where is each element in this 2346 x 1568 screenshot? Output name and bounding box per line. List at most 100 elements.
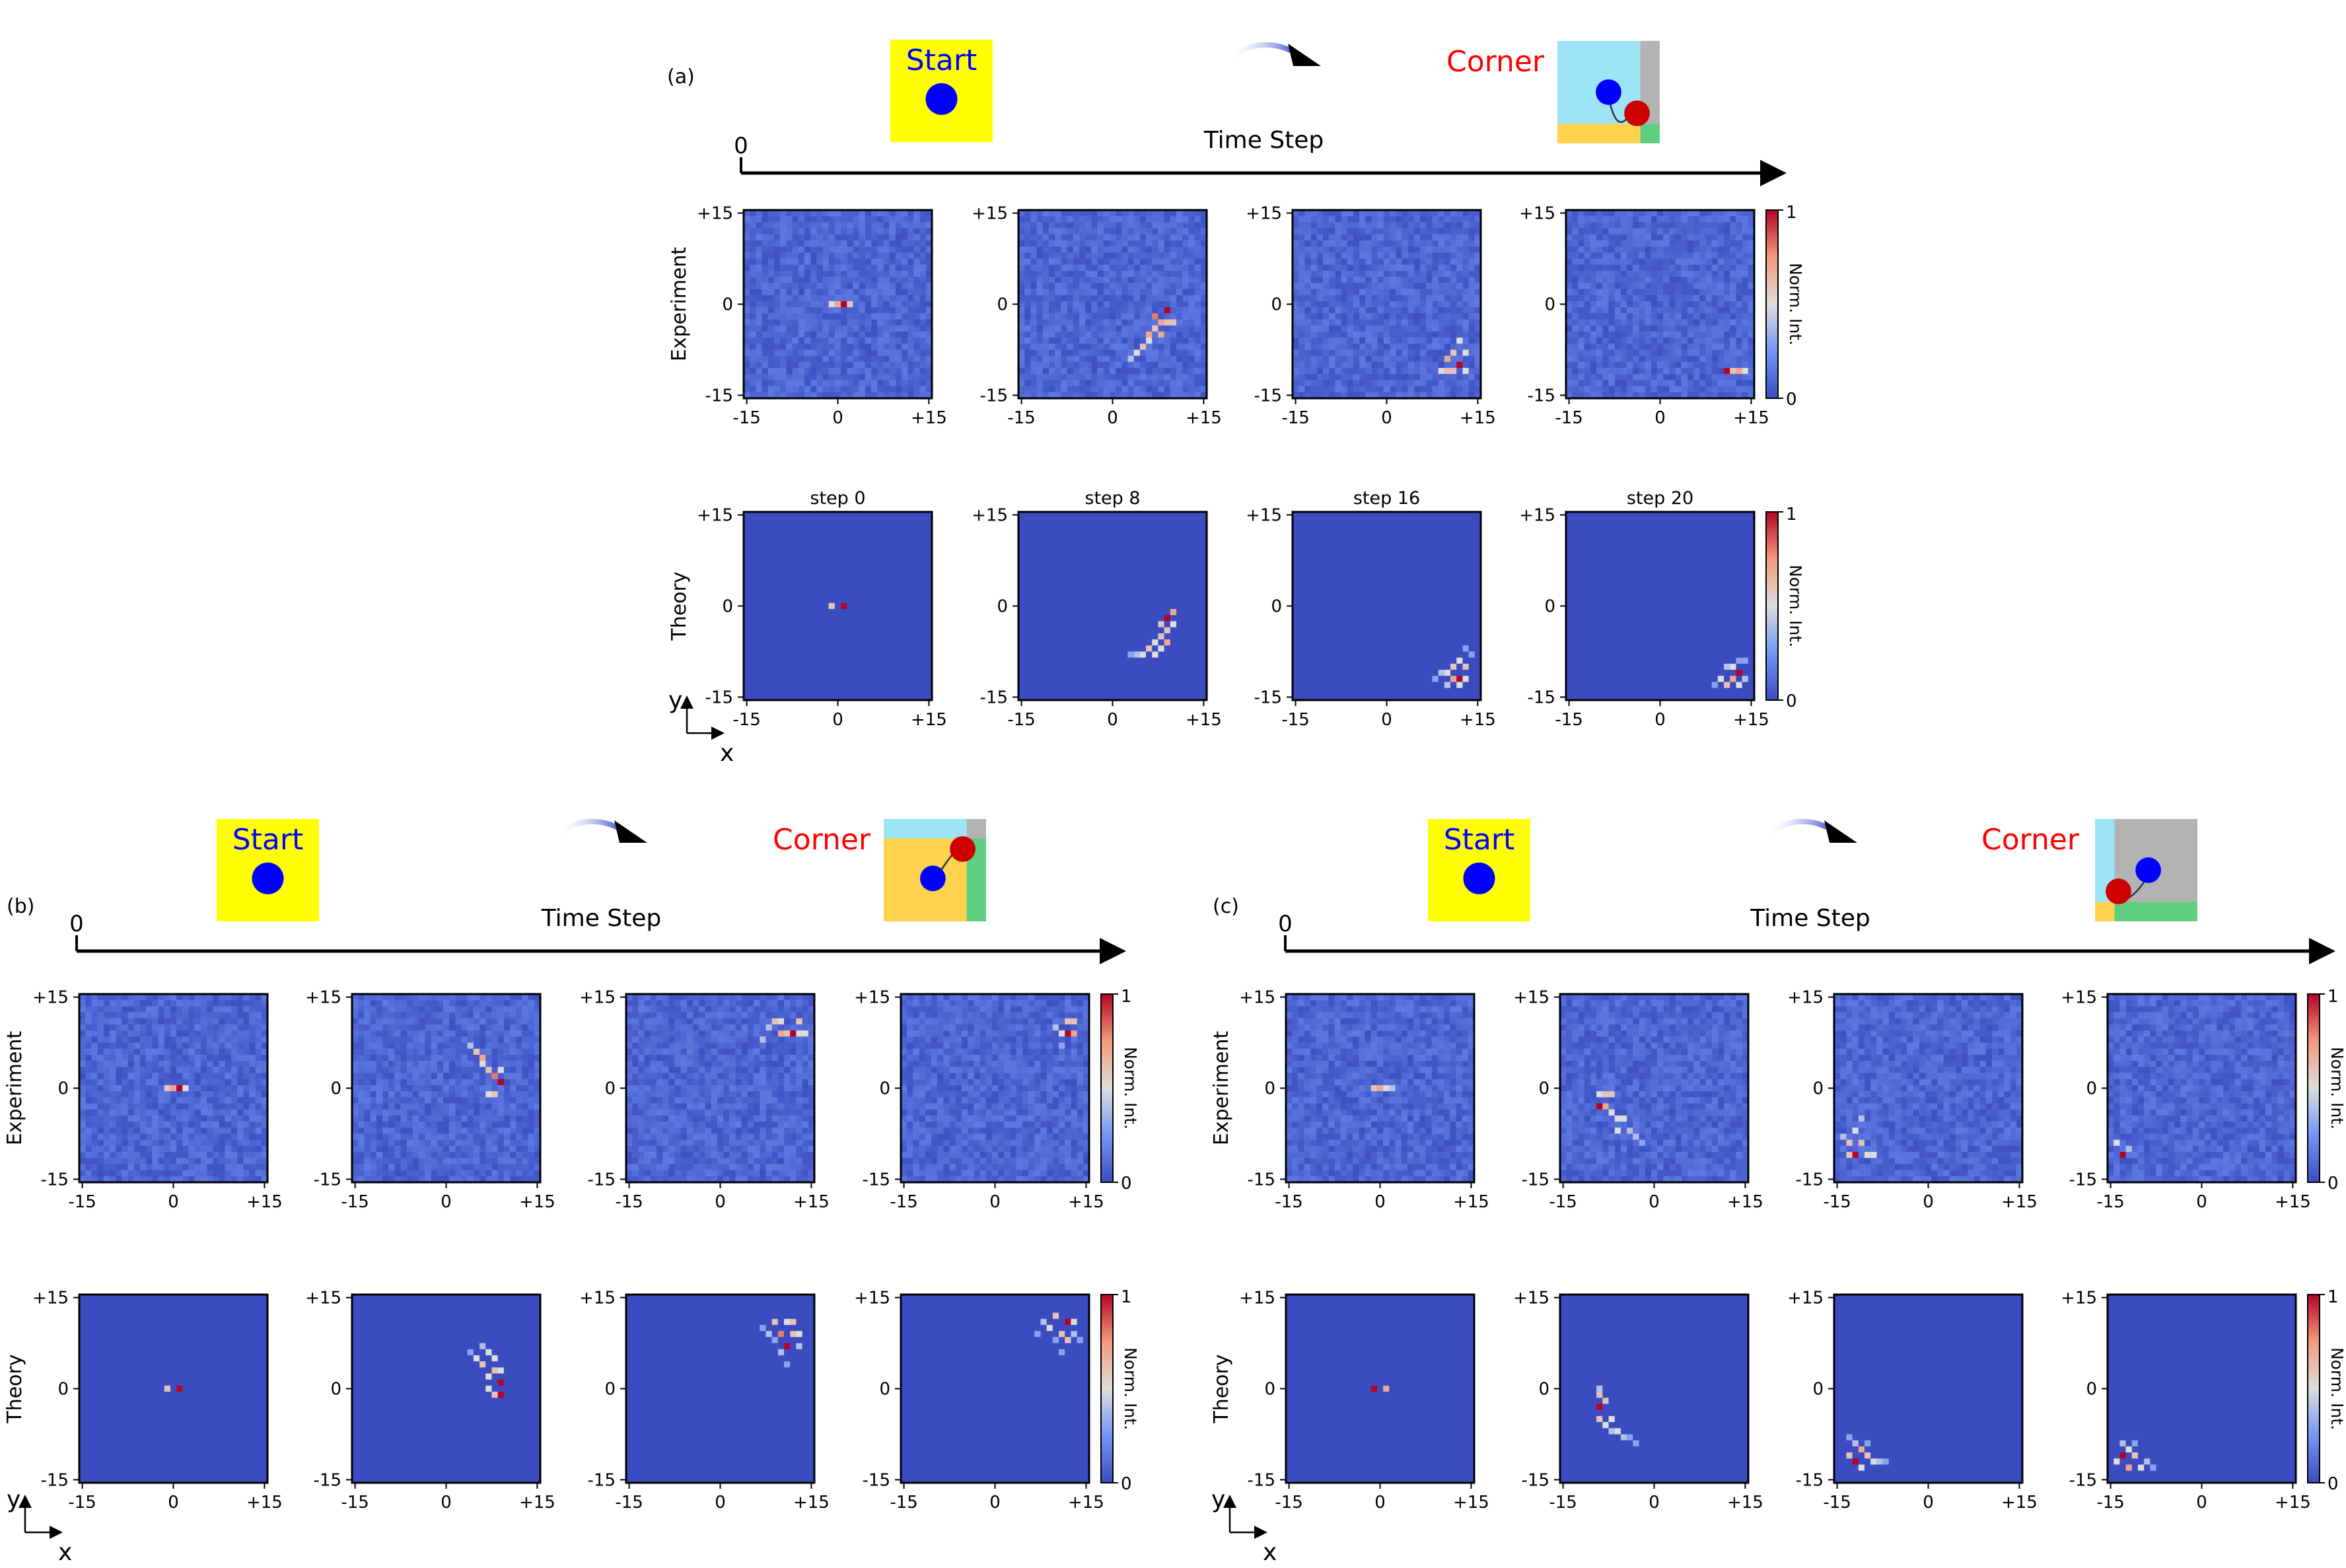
noise-cell [1742, 240, 1749, 247]
noise-cell [877, 343, 884, 351]
noise-cell [895, 246, 902, 253]
noise-cell [1139, 289, 1147, 296]
noise-cell [1663, 228, 1670, 235]
noise-cell [1633, 222, 1639, 229]
noise-cell [231, 1079, 238, 1086]
noise-cell [1474, 295, 1481, 302]
noise-cell [1590, 343, 1597, 351]
noise-cell [1316, 228, 1324, 235]
noise-cell [1200, 264, 1207, 271]
noise-cell [1091, 380, 1098, 387]
noise-cell [1048, 301, 1055, 308]
noise-cell [1018, 234, 1025, 241]
noise-cell [1736, 374, 1743, 381]
noise-cell [1413, 258, 1421, 266]
noise-cell [158, 1054, 165, 1061]
noise-cell [1304, 240, 1312, 247]
noise-cell [1566, 349, 1573, 357]
noise-cell [762, 313, 769, 320]
noise-cell [158, 1079, 165, 1086]
noise-cell [194, 1115, 201, 1122]
noise-cell [176, 1115, 183, 1122]
noise-cell [1633, 307, 1639, 314]
noise-cell [1566, 283, 1573, 290]
noise-cell [1669, 277, 1676, 283]
noise-cell [1711, 295, 1719, 302]
noise-cell [1127, 368, 1135, 374]
noise-cell [1079, 222, 1086, 229]
noise-cell [1402, 283, 1409, 290]
noise-cell [1596, 319, 1603, 326]
noise-cell [1164, 222, 1171, 229]
noise-cell [1675, 264, 1682, 271]
noise-cell [194, 1158, 201, 1165]
noise-cell [889, 343, 896, 351]
noise-cell [176, 1109, 183, 1116]
noise-cell [237, 1000, 244, 1007]
noise-cell [1121, 283, 1129, 290]
noise-cell [1572, 361, 1579, 369]
noise-cell [1146, 313, 1153, 320]
noise-cell [762, 343, 769, 351]
noise-cell [158, 1097, 165, 1104]
noise-cell [249, 1133, 256, 1141]
noise-cell [1304, 246, 1312, 253]
noise-cell [1468, 289, 1475, 296]
x-tick-label: +15 [1186, 408, 1222, 428]
noise-cell [902, 319, 908, 326]
noise-cell [164, 1018, 171, 1025]
noise-cell [127, 1097, 135, 1104]
noise-cell [1407, 368, 1415, 374]
noise-cell [1444, 252, 1451, 260]
noise-cell [170, 1176, 177, 1183]
noise-cell [213, 1048, 220, 1055]
noise-cell [907, 380, 915, 387]
noise-cell [1085, 368, 1092, 374]
noise-cell [1663, 338, 1670, 344]
noise-cell [822, 222, 830, 229]
noise-cell [1608, 331, 1616, 338]
colorbar-max-label: 1 [1786, 203, 1797, 223]
noise-cell [810, 246, 817, 253]
noise-cell [139, 1115, 147, 1122]
noise-cell [200, 1176, 207, 1183]
noise-cell [786, 270, 793, 277]
noise-cell [1426, 338, 1433, 344]
noise-cell [865, 374, 872, 381]
noise-cell [1347, 283, 1354, 290]
noise-cell [1724, 270, 1730, 277]
noise-cell [1620, 283, 1627, 290]
noise-cell [919, 380, 927, 387]
start-icon-a: Start [890, 40, 993, 142]
noise-cell [1194, 295, 1201, 302]
noise-cell [1614, 210, 1621, 217]
noise-cell [122, 1036, 129, 1044]
noise-cell [895, 331, 902, 338]
noise-cell [103, 1061, 110, 1067]
noise-cell [1061, 289, 1068, 296]
noise-cell [919, 216, 927, 223]
noise-cell [810, 380, 817, 387]
noise-cell [243, 1115, 250, 1122]
noise-cell [767, 325, 775, 332]
noise-cell [139, 1067, 147, 1074]
noise-cell [1633, 295, 1639, 302]
swoosh-arrowhead [614, 820, 647, 843]
noise-cell [1097, 325, 1104, 332]
noise-cell [1456, 380, 1464, 387]
noise-cell [1042, 349, 1049, 357]
noise-cell [133, 1079, 141, 1086]
noise-cell [798, 258, 805, 266]
noise-cell [1396, 210, 1403, 217]
noise-cell [919, 325, 927, 332]
noise-cell [1413, 325, 1421, 332]
noise-cell [1687, 338, 1694, 344]
noise-cell [889, 240, 896, 247]
noise-cell [1298, 307, 1305, 314]
noise-cell [907, 392, 915, 399]
noise-cell [1139, 270, 1147, 277]
noise-cell [1590, 392, 1597, 399]
noise-cell [1462, 313, 1470, 320]
noise-cell [1402, 252, 1409, 260]
noise-cell [1329, 270, 1335, 277]
